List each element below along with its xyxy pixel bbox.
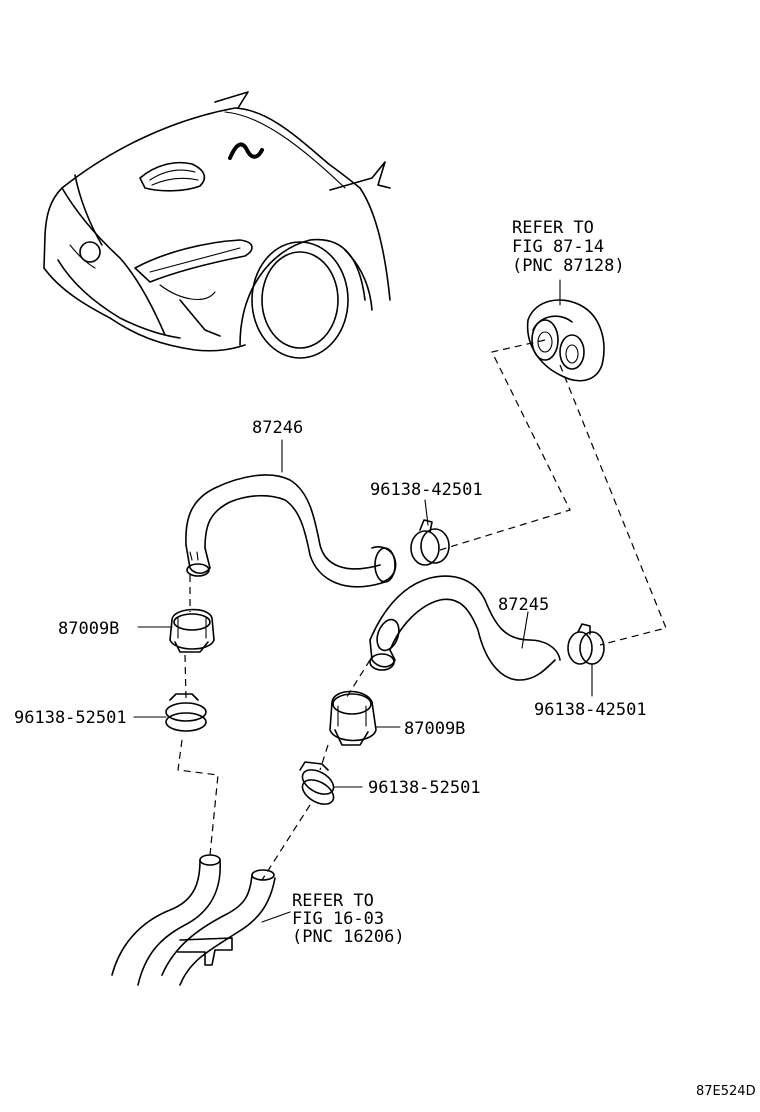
ref-top-line2: FIG 87-14 [512, 237, 604, 257]
clip-87009B-left [169, 608, 215, 653]
label-clamp-left: 96138-52501 [14, 708, 127, 728]
clamp-96138-52501-right [299, 761, 335, 805]
ref-bottom-line3: (PNC 16206) [292, 927, 405, 947]
heater-pipes [111, 854, 276, 986]
label-hose-87245: 87245 [498, 595, 549, 615]
label-clip-right: 87009B [404, 719, 465, 739]
diagram-code: 87E524D [696, 1084, 756, 1099]
clamp-96138-42501-upper [410, 519, 450, 566]
ref-bottom-line1: REFER TO [292, 891, 374, 911]
leader-clamp-upper [424, 499, 429, 526]
ref-bottom-leader [261, 911, 291, 923]
clamp-96138-42501-lower [567, 623, 605, 665]
ref-top-line3: (PNC 87128) [512, 256, 625, 276]
ref-bottom-line2: FIG 16-03 [292, 909, 384, 929]
car-front-illustration [43, 91, 391, 359]
leader-87245 [521, 611, 529, 649]
label-clamp-upper-right: 96138-42501 [370, 480, 483, 500]
hose-87245 [369, 575, 561, 681]
ref-top-line1: REFER TO [512, 218, 594, 238]
label-hose-87246: 87246 [252, 418, 303, 438]
hose-87246 [185, 474, 397, 588]
label-clamp-lower-right: 96138-42501 [534, 700, 647, 720]
label-clamp-right: 96138-52501 [368, 778, 481, 798]
clamp-96138-52501-left [165, 693, 207, 732]
label-clip-left: 87009B [58, 619, 119, 639]
clip-87009B-right [329, 690, 377, 746]
reservoir-grommet [526, 299, 605, 382]
